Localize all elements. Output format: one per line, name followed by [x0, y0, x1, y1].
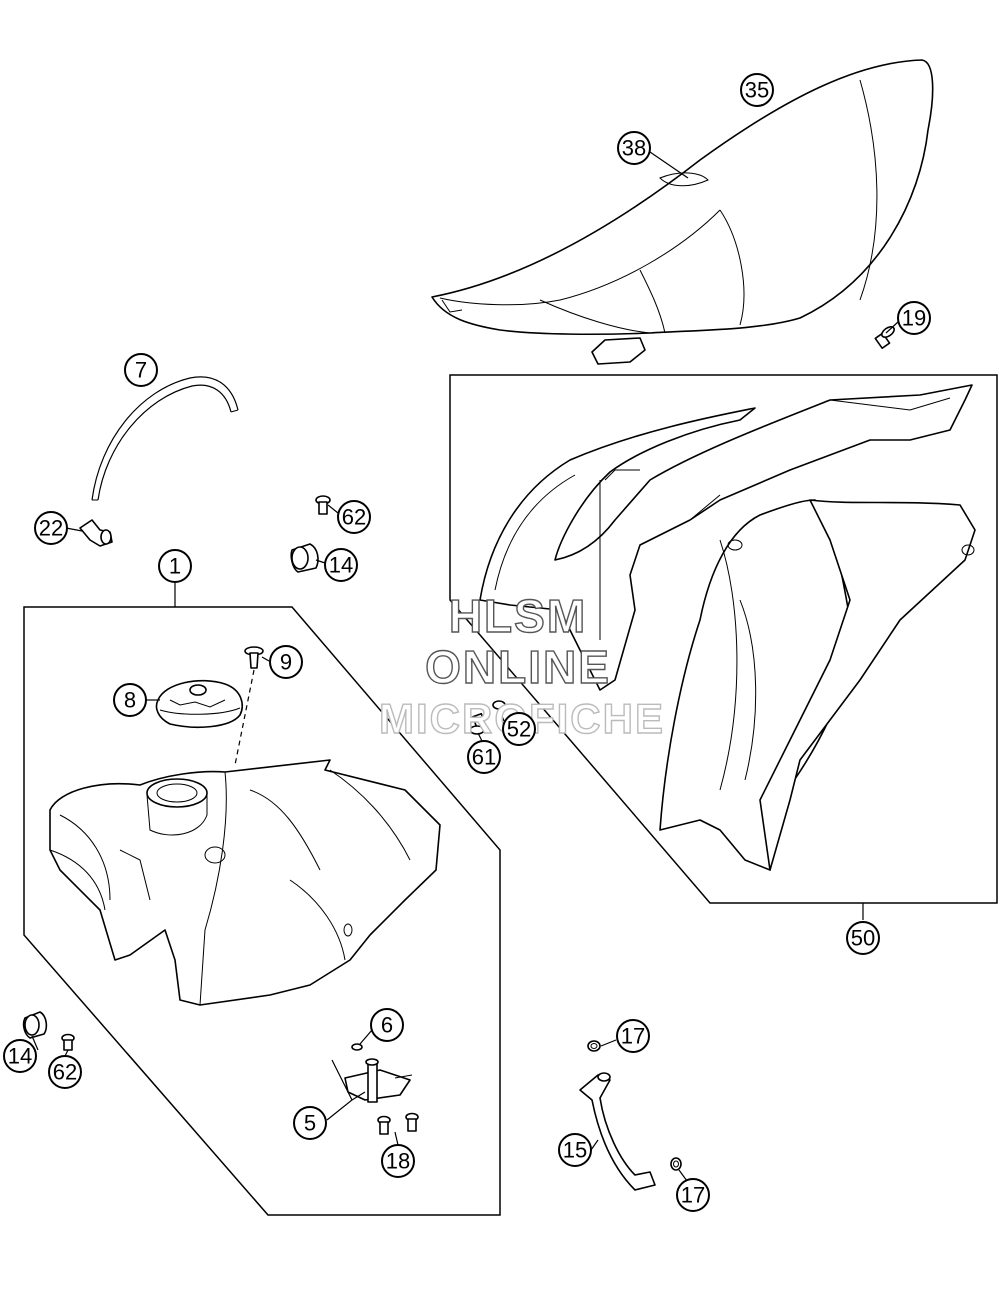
- hose-clamp-17-lower-drawing: [670, 1157, 682, 1171]
- callout-14-upper[interactable]: 14: [324, 548, 358, 582]
- o-ring-6-drawing: [351, 1043, 363, 1051]
- watermark-line-2: ONLINE: [425, 641, 611, 693]
- callout-5[interactable]: 5: [293, 1106, 327, 1140]
- fuel-hose-15-drawing: [579, 1072, 656, 1191]
- watermark-line-1: HLSM: [449, 590, 587, 642]
- callout-38[interactable]: 38: [617, 131, 651, 165]
- callout-19[interactable]: 19: [897, 301, 931, 335]
- screws-18-drawing: [377, 1112, 419, 1135]
- leader-lines: [31, 151, 899, 1182]
- callout-22[interactable]: 22: [34, 511, 68, 545]
- callout-62-lower-label: 62: [53, 1060, 77, 1085]
- callout-15-label: 15: [563, 1138, 587, 1163]
- callout-52-label: 52: [507, 717, 531, 742]
- fuel-tap-5-drawing: [344, 1058, 413, 1103]
- callout-22-label: 22: [39, 516, 63, 541]
- callout-62-upper[interactable]: 62: [337, 500, 371, 534]
- callout-14-lower[interactable]: 14: [3, 1039, 37, 1073]
- callout-62-upper-label: 62: [342, 505, 366, 530]
- elbow-fitting-22-drawing: [79, 519, 113, 547]
- bolt-62-upper-drawing: [315, 495, 331, 515]
- bolt-19-drawing: [874, 326, 895, 350]
- spacer-14-upper-drawing: [290, 543, 319, 573]
- hose-clamp-17-upper-drawing: [587, 1040, 601, 1052]
- callout-15[interactable]: 15: [558, 1133, 592, 1167]
- callout-1[interactable]: 1: [158, 549, 192, 583]
- vent-valve-9-drawing: [234, 646, 264, 766]
- callout-14-lower-label: 14: [8, 1044, 32, 1069]
- breather-hose-7-drawing: [91, 376, 239, 501]
- callout-9[interactable]: 9: [269, 645, 303, 679]
- callout-19-label: 19: [902, 306, 926, 331]
- callout-1-label: 1: [169, 554, 181, 579]
- callout-50-label: 50: [851, 926, 875, 951]
- callout-14-upper-label: 14: [329, 553, 353, 578]
- callout-50[interactable]: 50: [846, 921, 880, 955]
- callout-18[interactable]: 18: [381, 1144, 415, 1178]
- fuel-cap-8-drawing: [155, 680, 243, 729]
- callout-17-lower[interactable]: 17: [676, 1178, 710, 1212]
- callout-62-lower[interactable]: 62: [48, 1055, 82, 1089]
- spacer-14-lower-drawing: [22, 1011, 48, 1039]
- callout-17-upper-label: 17: [621, 1024, 645, 1049]
- bolt-62-lower-drawing: [61, 1033, 75, 1051]
- spoiler-group-frame: [449, 374, 998, 904]
- callout-5-label: 5: [304, 1111, 316, 1136]
- fuel-tank-drawing: [49, 759, 441, 1006]
- callout-7-label: 7: [135, 358, 147, 383]
- callout-35-label: 35: [745, 78, 769, 103]
- callout-6[interactable]: 6: [370, 1008, 404, 1042]
- bolt-61-drawing: [469, 712, 487, 735]
- callout-17-upper[interactable]: 17: [616, 1019, 650, 1053]
- callout-8-label: 8: [124, 688, 136, 713]
- callout-35[interactable]: 35: [740, 73, 774, 107]
- seat-drawing: [431, 59, 934, 365]
- spoilers-drawing: [479, 384, 976, 871]
- callout-8[interactable]: 8: [113, 683, 147, 717]
- fuel-tank-group-frame: [23, 606, 501, 1216]
- callout-61[interactable]: 61: [467, 740, 501, 774]
- callout-6-label: 6: [381, 1013, 393, 1038]
- callout-38-label: 38: [622, 136, 646, 161]
- callout-52[interactable]: 52: [502, 712, 536, 746]
- callout-61-label: 61: [472, 745, 496, 770]
- callout-9-label: 9: [280, 650, 292, 675]
- callout-18-label: 18: [386, 1149, 410, 1174]
- callout-17-lower-label: 17: [681, 1183, 705, 1208]
- callout-7[interactable]: 7: [124, 353, 158, 387]
